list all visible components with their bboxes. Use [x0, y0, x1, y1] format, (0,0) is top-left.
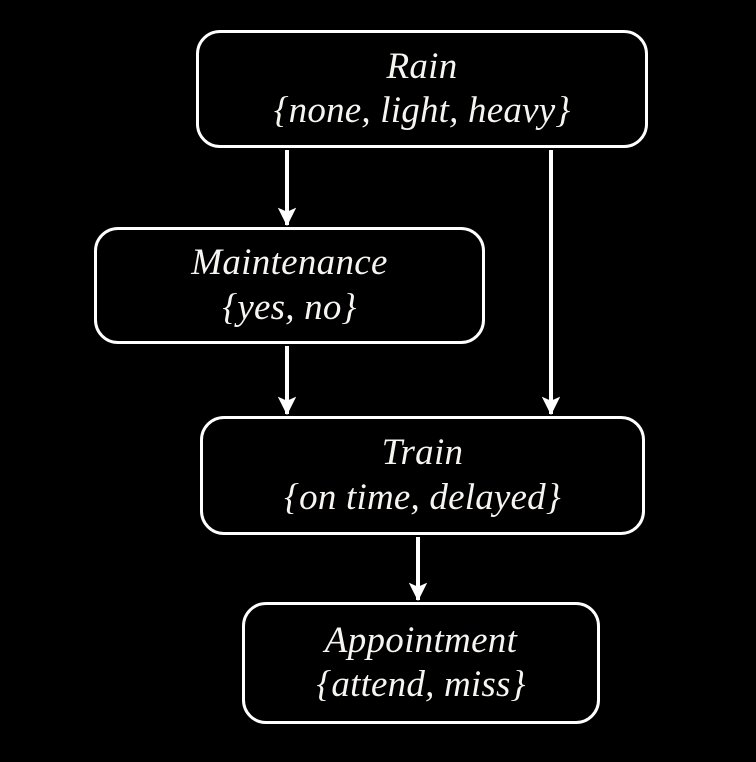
node-train[interactable]: Train {on time, delayed}	[200, 416, 645, 535]
node-maintenance-title: Maintenance	[191, 242, 388, 284]
node-appointment-states: {attend, miss}	[316, 664, 526, 705]
node-maintenance-states: {yes, no}	[222, 286, 357, 328]
node-rain[interactable]: Rain {none, light, heavy}	[196, 30, 648, 148]
node-appointment-title: Appointment	[324, 619, 518, 661]
node-train-title: Train	[381, 432, 464, 474]
node-rain-states: {none, light, heavy}	[273, 90, 571, 131]
node-appointment[interactable]: Appointment {attend, miss}	[242, 602, 600, 724]
node-rain-title: Rain	[386, 45, 458, 87]
node-maintenance[interactable]: Maintenance {yes, no}	[94, 227, 485, 344]
node-train-states: {on time, delayed}	[284, 476, 561, 518]
